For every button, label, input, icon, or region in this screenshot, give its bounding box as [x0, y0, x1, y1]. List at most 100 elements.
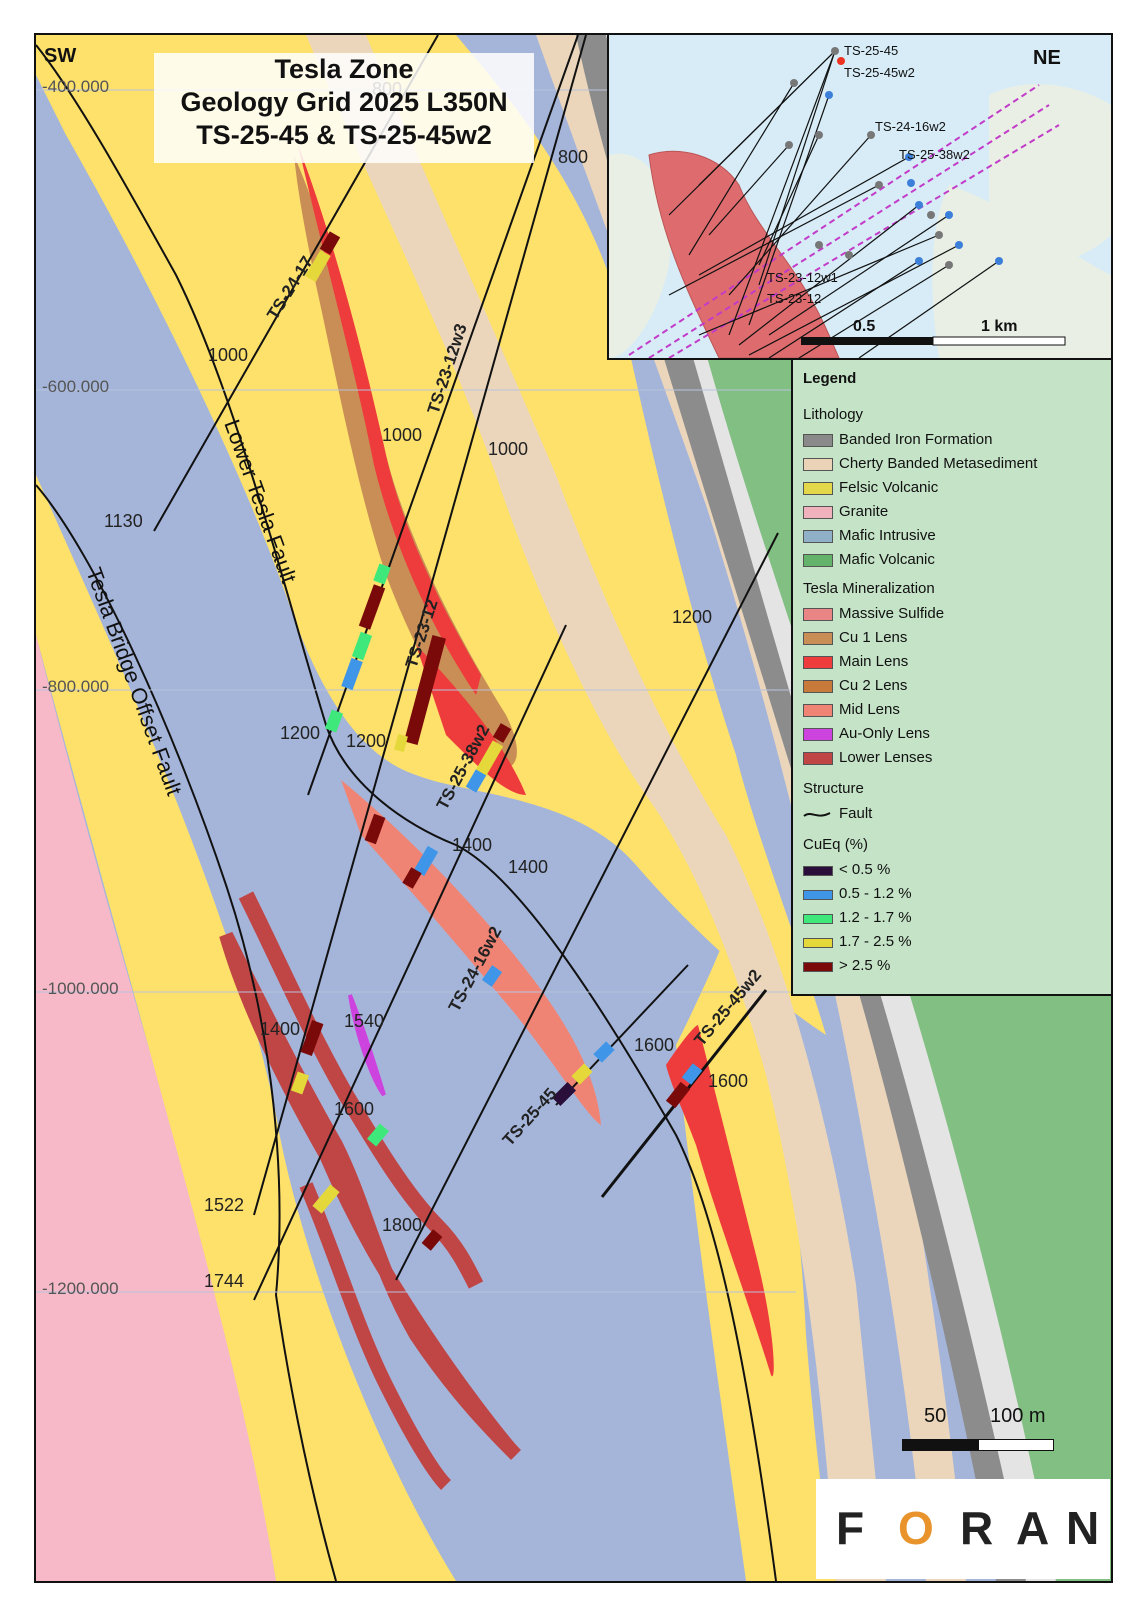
legend-section-structure: Structure [803, 780, 864, 797]
assay-mid-high [474, 740, 504, 778]
legend-swatch [803, 608, 833, 621]
assay-mid-high [305, 250, 331, 282]
assay-mid [373, 563, 391, 585]
elev-label: -800.000 [42, 677, 109, 696]
assay-high [665, 1081, 691, 1109]
felsic-band-upper [36, 35, 826, 1035]
legend-swatch [803, 866, 833, 876]
title-line-1: Tesla Zone [274, 54, 414, 84]
depth-label: 800 [558, 147, 588, 167]
svg-text:1 km: 1 km [981, 318, 1017, 335]
fault-line-icon [803, 812, 831, 817]
legend-swatch [803, 938, 833, 948]
felsic-band-left [36, 475, 456, 1581]
assay-high [404, 635, 446, 745]
assay-mid-high [290, 1071, 310, 1095]
legend-swatch [803, 434, 833, 447]
map-frame: -400.000 -600.000 -800.000 -1000.000 -12… [34, 33, 1113, 1583]
depth-label: 1130 [104, 511, 143, 531]
elev-label: -1200.000 [42, 1279, 119, 1298]
legend-section-cueq: CuEq (%) [803, 836, 869, 853]
assay-high [492, 723, 512, 743]
depth-label: 1600 [708, 1071, 748, 1091]
elev-label: -1000.000 [42, 979, 119, 998]
legend-section-mineralization: Tesla Mineralization [803, 580, 935, 597]
drillhole-ts23-12 [253, 35, 587, 1216]
depth-label: 1000 [208, 345, 248, 365]
legend-swatch [803, 704, 833, 717]
bif-band [576, 35, 1026, 1581]
assay-high [319, 231, 341, 255]
elev-label: -400.000 [42, 77, 109, 96]
legend-swatch [803, 506, 833, 519]
assay-mid [366, 1123, 390, 1147]
depth-label: 1744 [204, 1271, 244, 1291]
assay-low [465, 769, 487, 793]
depth-label: 1600 [634, 1035, 674, 1055]
inset-label: TS-23-12 [767, 291, 821, 306]
lower-lens-3 [299, 1182, 452, 1490]
inset-label: TS-25-45w2 [844, 65, 915, 80]
inset-label: TS-23-12w1 [767, 270, 838, 285]
depth-label: 1200 [346, 731, 386, 751]
depth-label: 1400 [260, 1019, 300, 1039]
inset-label: TS-25-38w2 [899, 147, 970, 162]
depth-label: 1400 [452, 835, 492, 855]
assay-high [364, 813, 386, 845]
scale-label-end: 100 m [990, 1405, 1046, 1427]
drillhole-ts25-38w2 [253, 624, 567, 1301]
legend-swatch [803, 890, 833, 900]
inset-map: TS-25-45 TS-25-45w2 TS-24-16w2 TS-25-38w… [607, 35, 1111, 360]
au-only-lens [348, 994, 386, 1097]
scale-label-mid: 50 [924, 1405, 947, 1427]
inset-label: TS-24-16w2 [875, 119, 946, 134]
assay-mid-high [571, 1063, 593, 1085]
main-lens-upper [298, 145, 481, 695]
svg-text:0.5: 0.5 [853, 318, 875, 335]
legend-swatch [803, 752, 833, 765]
assay-low [481, 965, 503, 987]
depth-label: 1540 [344, 1011, 384, 1031]
assay-mid-high [312, 1184, 340, 1214]
scale-bar: 50 100 m [902, 1405, 1062, 1465]
legend-swatch [803, 656, 833, 669]
assay-high [402, 867, 422, 889]
depth-label: 1000 [488, 439, 528, 459]
elev-label: -600.000 [42, 377, 109, 396]
assay-high [358, 584, 386, 630]
assay-mid-high [394, 733, 408, 753]
drillhole-ts24-16w2 [395, 532, 779, 1281]
sw-label: SW [44, 45, 77, 67]
depth-label: 1600 [334, 1099, 374, 1119]
assay-high [421, 1229, 443, 1251]
title-line-3: TS-25-45 & TS-25-45w2 [196, 120, 492, 150]
legend-swatch [803, 554, 833, 567]
assay-low [413, 845, 439, 877]
legend-swatch [803, 482, 833, 495]
depth-label: 1000 [382, 425, 422, 445]
main-lens-lower-right [666, 1025, 774, 1377]
assay-low [681, 1063, 703, 1085]
inset-svg: TS-25-45 TS-25-45w2 TS-24-16w2 TS-25-38w… [609, 35, 1111, 358]
legend-swatch [803, 530, 833, 543]
assay-low [593, 1041, 615, 1063]
assay-mid [351, 631, 373, 661]
depth-label: 1200 [672, 607, 712, 627]
depth-label: 1200 [280, 723, 320, 743]
title-box: Tesla Zone Geology Grid 2025 L350N TS-25… [154, 53, 534, 163]
depth-label: 1522 [204, 1195, 244, 1215]
legend-title: Legend [803, 370, 857, 387]
assay-low [341, 657, 363, 691]
granite-unit [36, 635, 276, 1581]
legend-swatch [803, 914, 833, 924]
depth-label: 1400 [508, 857, 548, 877]
legend-panel: Legend Lithology Banded Iron Formation C… [791, 360, 1111, 996]
depth-label: 1800 [382, 1215, 422, 1235]
tesla-bridge-offset-fault [36, 484, 337, 1581]
assay-high [300, 1019, 324, 1057]
cherty-band-2 [536, 35, 966, 1581]
legend-swatch [803, 632, 833, 645]
cherty-band-1 [306, 35, 886, 1581]
lower-tesla-fault [36, 44, 777, 1581]
assay-mid [324, 709, 344, 733]
